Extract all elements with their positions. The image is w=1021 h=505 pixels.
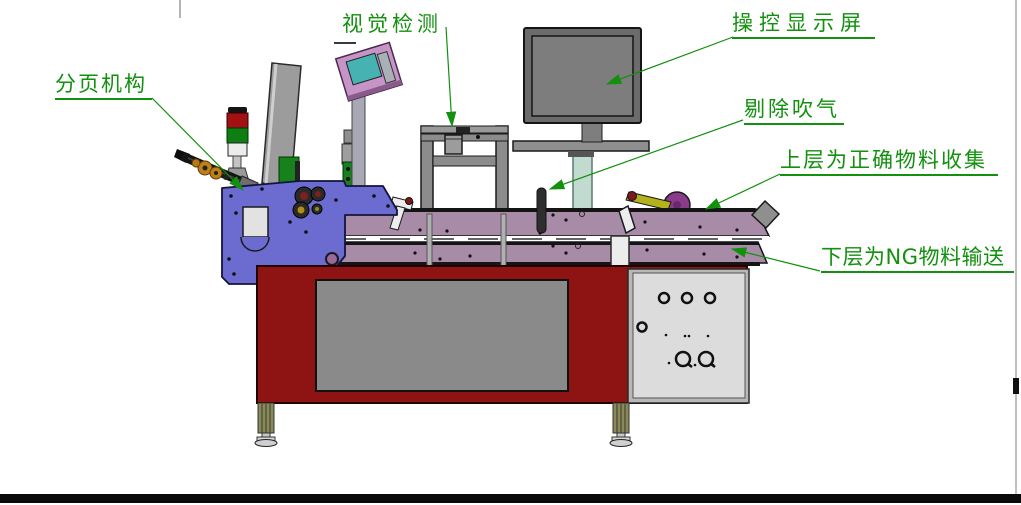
- roller-arm-pivot: [405, 197, 413, 205]
- callout-control-display: 操控显示屏: [732, 11, 875, 40]
- gantry-beam: [420, 133, 509, 142]
- callout-reject-air-blow: 剔除吹气: [744, 97, 844, 126]
- plate-roller-hub: [315, 207, 319, 211]
- conveyor-support-block: [610, 235, 630, 268]
- conveyor-gap: [336, 236, 769, 242]
- hmi-panel-edge: [347, 79, 403, 101]
- machine-leg-right: [609, 402, 633, 447]
- vision-underline-segment: [334, 42, 356, 44]
- feeder-hub: [223, 174, 229, 180]
- panel-dots: [664, 333, 715, 367]
- right-border: [1015, 0, 1017, 494]
- panel-knob: [697, 350, 715, 368]
- hmi-pole: [351, 91, 366, 193]
- press-arm-pivot: [627, 191, 637, 201]
- hmi-panel: [334, 41, 404, 102]
- right-border-tick: [1013, 378, 1019, 394]
- gantry-bolt: [476, 135, 480, 139]
- knob-dot: [346, 177, 350, 181]
- tower-light-white: [227, 142, 248, 157]
- feeder-roller-hub: [214, 171, 218, 175]
- monitor-screen: [531, 35, 634, 117]
- plate-hole-ring: [325, 252, 339, 266]
- plate-screws: [227, 187, 390, 276]
- leader-reject: [548, 119, 744, 190]
- leader-paging: [151, 97, 244, 191]
- callout-upper-collect: 上层为正确物料收集: [780, 148, 998, 177]
- panel-knob-tail: [687, 363, 693, 368]
- end-guide-diamond: [750, 199, 781, 230]
- frame-tick-top: [179, 0, 181, 18]
- hmi-screen: [345, 52, 383, 86]
- monitor-neck: [581, 120, 603, 143]
- leader-lines: [151, 26, 821, 272]
- bottom-border: [0, 494, 1021, 503]
- reject-blow-nozzle: [536, 187, 547, 234]
- leader-upper: [704, 173, 781, 210]
- leader-vision: [445, 26, 457, 128]
- base-inset-panel: [315, 279, 569, 392]
- conveyor-lower-holes: [413, 244, 739, 261]
- hmi-keypad: [376, 50, 397, 84]
- inclined-plate-highlight: [264, 63, 278, 185]
- plate-roller-hub: [297, 206, 305, 214]
- press-wheel-hub: [673, 201, 681, 209]
- gantry-beam-lower: [432, 155, 497, 167]
- tower-light-pole: [232, 155, 242, 169]
- tower-light-red: [226, 112, 249, 129]
- plate-roller-hub: [315, 191, 321, 197]
- gantry-hardware: [456, 127, 470, 133]
- conveyor-upper-ring: [579, 211, 585, 217]
- knob-dot: [346, 167, 350, 171]
- conveyor-under-rail: [336, 262, 760, 266]
- callout-paging-mechanism: 分页机构: [55, 72, 152, 101]
- shelf-bracket: [568, 151, 594, 157]
- plate-roller-hub: [300, 192, 308, 200]
- leader-lower: [730, 247, 821, 272]
- callout-vision-inspection: 视觉检测: [342, 12, 442, 36]
- tower-light-green: [226, 127, 249, 144]
- panel-buttons: [636, 291, 717, 333]
- roller-arm-lower: [389, 205, 406, 231]
- plate-window: [242, 206, 269, 238]
- conveyor-lower: [335, 241, 769, 264]
- dispenser-block-edge: [295, 161, 300, 186]
- gantry-leg-front-left: [426, 213, 433, 267]
- panel-knob-tail: [710, 363, 716, 368]
- conveyor-lower-belt-line: [336, 242, 759, 245]
- machine-leg-left: [254, 402, 278, 447]
- callout-lower-ng: 下层为NG物料输送: [821, 245, 1014, 274]
- conveyor-lower-ring: [575, 243, 581, 249]
- plate-arc-cutout: [240, 236, 270, 252]
- feeder-roller-small: [191, 158, 201, 168]
- tower-light-cap: [228, 107, 247, 113]
- leader-monitor: [605, 36, 734, 85]
- keyboard-shelf: [512, 140, 650, 152]
- press-arm-cylinder: [618, 204, 636, 235]
- panel-knob: [674, 350, 692, 368]
- vision-camera: [444, 134, 463, 155]
- gantry-leg-front-right: [500, 213, 507, 267]
- feeder-roller-hub: [202, 165, 208, 171]
